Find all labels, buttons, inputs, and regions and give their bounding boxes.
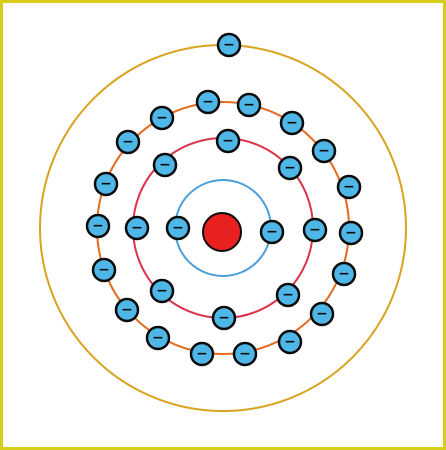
electron-shell-3: − [151, 107, 173, 129]
electron-sign: − [156, 283, 168, 299]
electron-shell-3: − [117, 131, 139, 153]
electron-shell-3: − [311, 303, 333, 325]
electron-shell-3: − [147, 327, 169, 349]
electron-sign: − [159, 157, 171, 173]
electron-sign: − [343, 179, 355, 195]
electron-shell-2: − [154, 154, 176, 176]
electron-sign: − [122, 134, 134, 150]
electron-sign: − [156, 110, 168, 126]
electron-shell-2: − [279, 157, 301, 179]
electron-sign: − [266, 224, 278, 240]
electron-shell-1: − [261, 221, 283, 243]
electron-shell-1: − [167, 217, 189, 239]
electron-sign: − [172, 220, 184, 236]
electron-sign: − [202, 94, 214, 110]
electron-shell-3: − [333, 263, 355, 285]
electron-shell-3: − [238, 94, 260, 116]
electron-shell-3: − [281, 112, 303, 134]
electron-sign: − [345, 225, 357, 241]
electron-shell-2: − [126, 217, 148, 239]
electron-sign: − [239, 346, 251, 362]
electrons-group: − − − − − − − − − − − − − − − − − − − − − − − − − − − − − [87, 34, 362, 365]
electron-sign: − [223, 37, 235, 53]
electron-shell-3: − [116, 299, 138, 321]
electron-shell-2: − [277, 284, 299, 306]
electron-shell-3: − [340, 222, 362, 244]
electron-shell-2: − [217, 130, 239, 152]
electron-sign: − [218, 310, 230, 326]
electron-sign: − [121, 302, 133, 318]
electron-sign: − [243, 97, 255, 113]
electron-sign: − [286, 115, 298, 131]
electron-shell-4: − [218, 34, 240, 56]
electron-shell-3: − [313, 140, 335, 162]
electron-shell-3: − [95, 173, 117, 195]
electron-sign: − [100, 176, 112, 192]
electron-sign: − [92, 218, 104, 234]
nucleus [203, 213, 241, 251]
electron-sign: − [318, 143, 330, 159]
electron-sign: − [222, 133, 234, 149]
electron-shell-3: − [191, 343, 213, 365]
electron-shell-3: − [87, 215, 109, 237]
electron-shell-3: − [197, 91, 219, 113]
electron-sign: − [282, 287, 294, 303]
electron-sign: − [316, 306, 328, 322]
electron-sign: − [196, 346, 208, 362]
electron-shell-2: − [213, 307, 235, 329]
electron-shell-3: − [93, 259, 115, 281]
electron-sign: − [131, 220, 143, 236]
electron-shell-3: − [234, 343, 256, 365]
electron-sign: − [338, 266, 350, 282]
electron-sign: − [98, 262, 110, 278]
electron-shell-3: − [338, 176, 360, 198]
electron-sign: − [284, 334, 296, 350]
electron-shell-3: − [279, 331, 301, 353]
electron-shell-2: − [304, 219, 326, 241]
electron-sign: − [152, 330, 164, 346]
electron-sign: − [284, 160, 296, 176]
electron-sign: − [309, 222, 321, 238]
electron-shell-2: − [151, 280, 173, 302]
